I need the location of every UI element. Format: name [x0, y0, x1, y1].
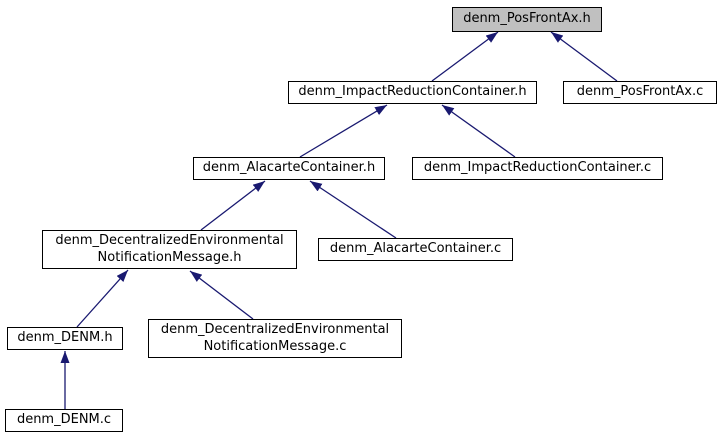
graph-node-denm_AlacarteContainer_c[interactable]: denm_AlacarteContainer.c	[318, 238, 513, 261]
include-edge-denm_AlacarteContainer_h-to-denm_ImpactReductionContainer_h	[299, 104, 388, 158]
graph-node-denm_DENM_h[interactable]: denm_DENM.h	[7, 327, 123, 350]
graph-node-denm_ImpactReductionContainer_c[interactable]: denm_ImpactReductionContainer.c	[412, 157, 663, 180]
include-edge-denm_DENM_h-to-denm_DecentralizedEnvironmentalNotificationMessage_h	[76, 269, 129, 328]
graph-node-denm_DENM_c[interactable]: denm_DENM.c	[5, 409, 123, 432]
include-edge-denm_AlacarteContainer_c-to-denm_AlacarteContainer_h	[309, 180, 397, 239]
graph-node-denm_PosFrontAx_h: denm_PosFrontAx.h	[452, 7, 602, 32]
include-edge-denm_PosFrontAx_c-to-denm_PosFrontAx_h	[550, 31, 618, 82]
graph-node-denm_ImpactReductionContainer_h[interactable]: denm_ImpactReductionContainer.h	[288, 81, 537, 104]
graph-node-denm_DecentralizedEnvironmentalNotificationMessage_c[interactable]: denm_DecentralizedEnvironmental Notifica…	[148, 319, 402, 358]
graph-node-denm_DecentralizedEnvironmentalNotificationMessage_h[interactable]: denm_DecentralizedEnvironmental Notifica…	[42, 230, 297, 269]
include-edge-denm_ImpactReductionContainer_h-to-denm_PosFrontAx_h	[431, 31, 499, 82]
include-edge-denm_DecentralizedEnvironmentalNotificationMessage_h-to-denm_AlacarteContainer_h	[200, 180, 266, 231]
include-edge-denm_DecentralizedEnvironmentalNotificationMessage_c-to-denm_DecentralizedEnvironmentalNotificationMessage_h	[189, 270, 254, 320]
graph-node-denm_AlacarteContainer_h[interactable]: denm_AlacarteContainer.h	[193, 157, 385, 180]
graph-node-denm_PosFrontAx_c[interactable]: denm_PosFrontAx.c	[563, 81, 717, 104]
include-edge-denm_ImpactReductionContainer_c-to-denm_ImpactReductionContainer_h	[441, 104, 516, 158]
